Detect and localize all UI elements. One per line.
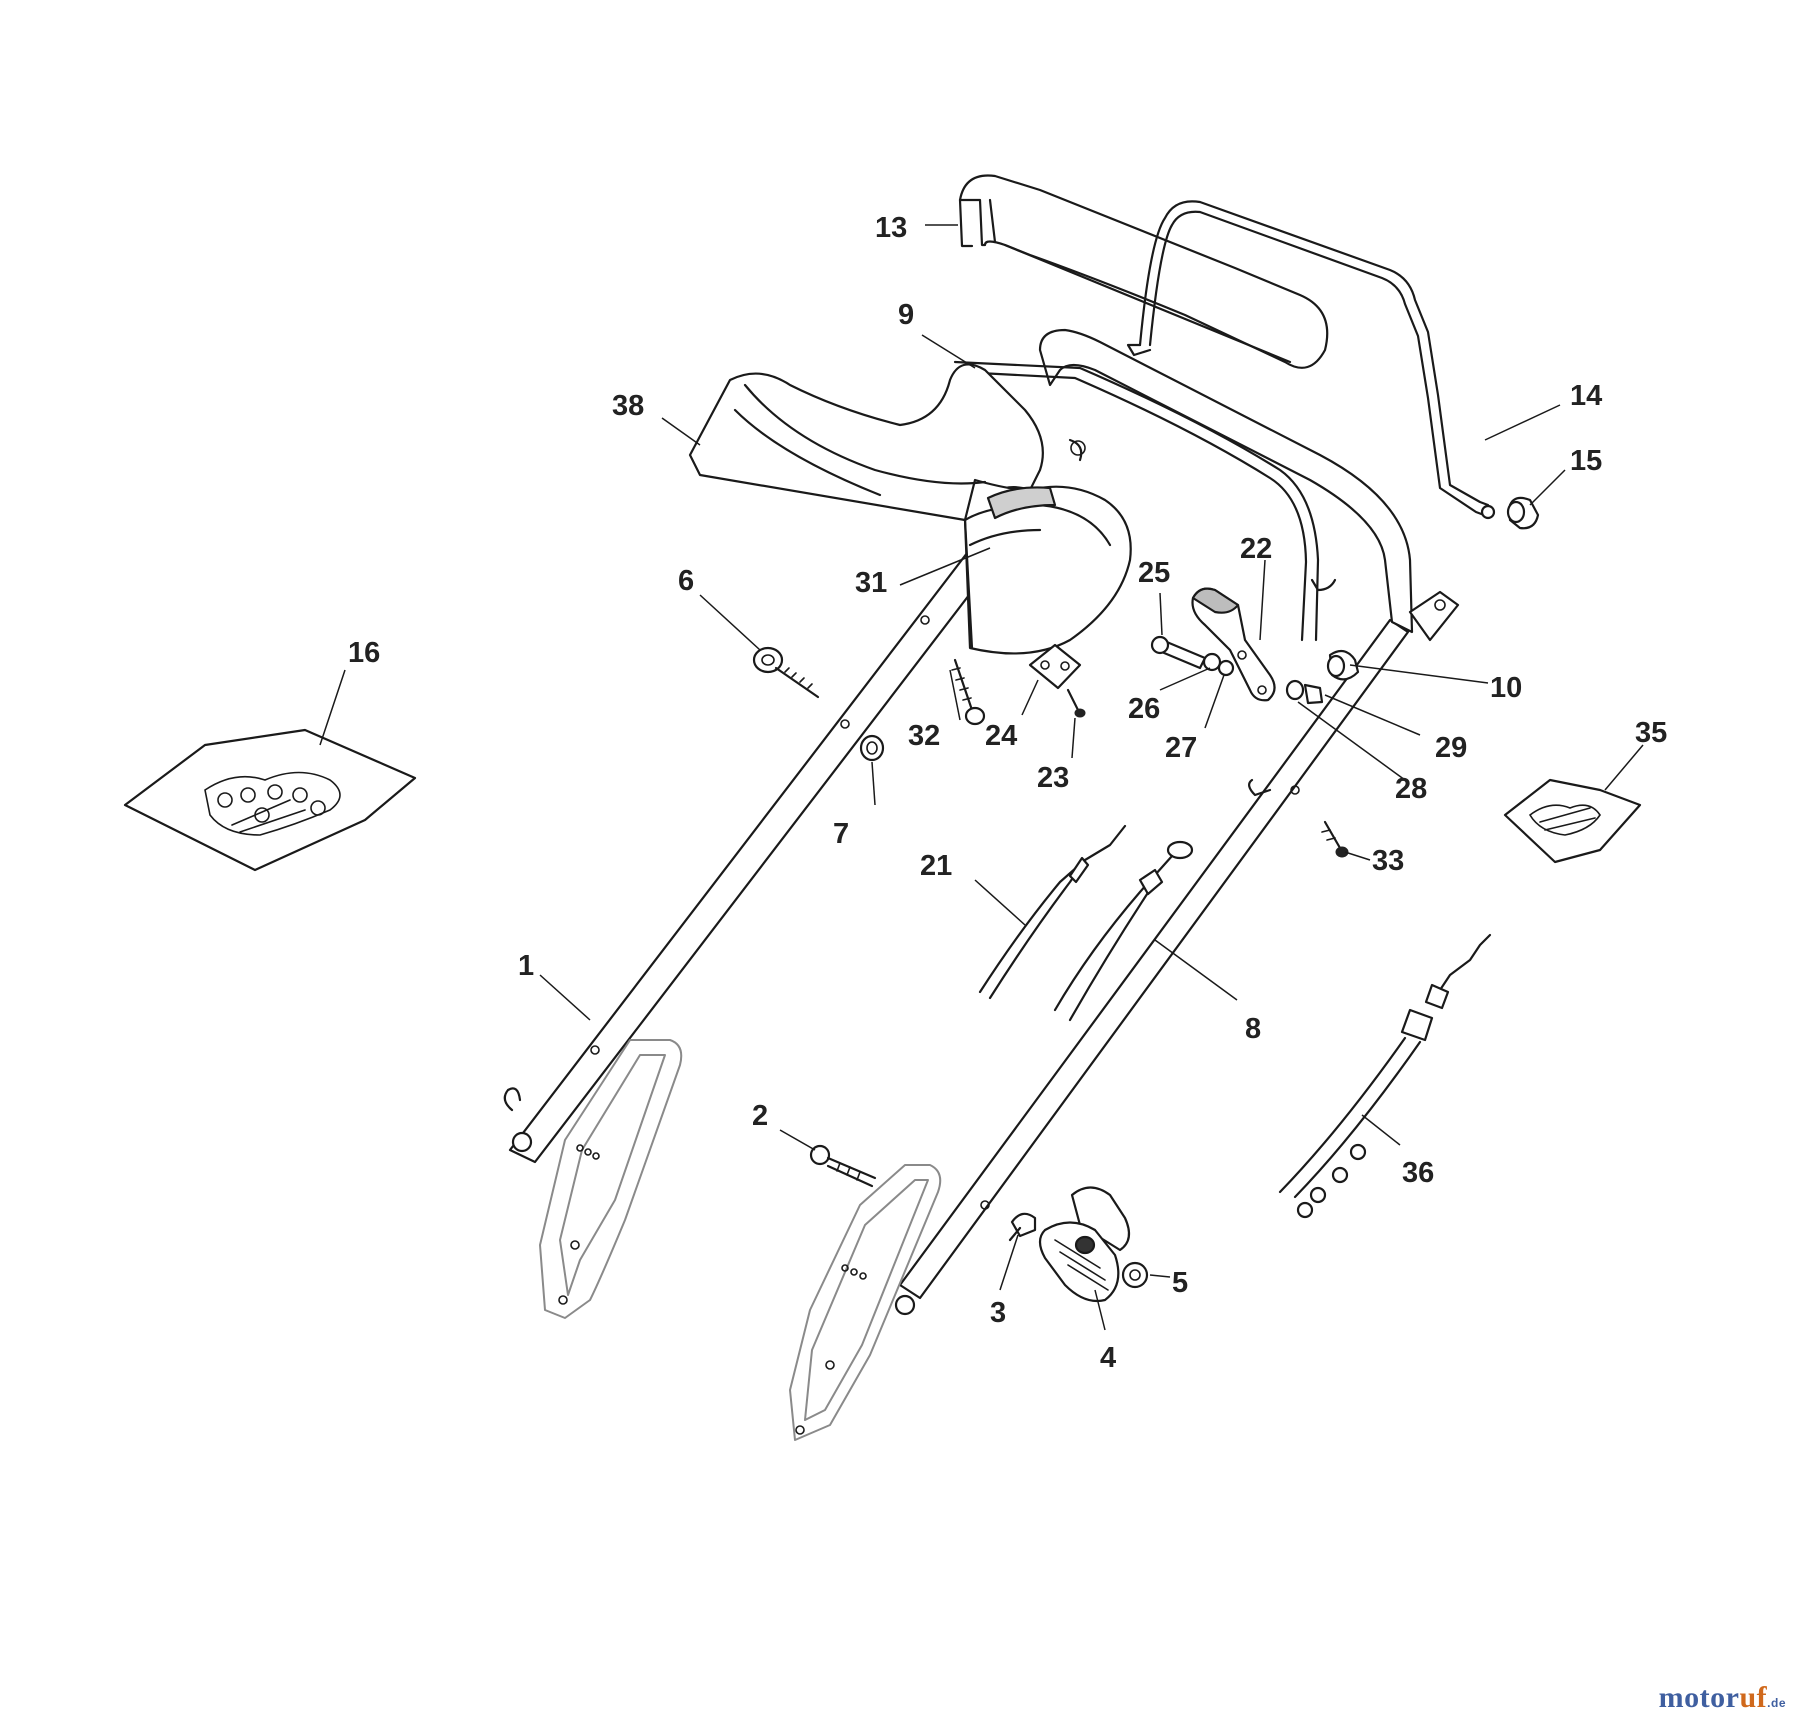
callout-10: 10: [1490, 672, 1522, 704]
clamp-knob-4: [1038, 1186, 1131, 1303]
brand-watermark: motoruf.de: [1659, 1681, 1786, 1715]
callout-21: 21: [920, 850, 952, 882]
watermark-main: motor: [1658, 1681, 1740, 1714]
bolt-25: [1150, 635, 1235, 677]
nut-7: [859, 734, 885, 762]
callout-28: 28: [1395, 773, 1427, 805]
callout-labels: 13 9 14 15 38 31 6 16 32 24 23 25 22 26 …: [348, 212, 1667, 1374]
handle-frame: [503, 328, 1460, 1316]
callout-9: 9: [898, 299, 914, 331]
screw-32: [951, 658, 986, 726]
callout-22: 22: [1240, 533, 1272, 565]
screw-33: [1321, 820, 1349, 858]
leader-lines: [319, 224, 1644, 1331]
screw-23: [1066, 688, 1086, 718]
callout-5: 5: [1172, 1267, 1188, 1299]
bolt-2: [809, 1144, 877, 1188]
watermark-suffix: .de: [1767, 1696, 1786, 1710]
side-bracket-left: [539, 1039, 683, 1319]
callout-38: 38: [612, 390, 644, 422]
hardware-bag-35: [1503, 778, 1642, 864]
callout-6: 6: [678, 565, 694, 597]
cable-8: [1053, 840, 1194, 1022]
callout-4: 4: [1100, 1342, 1116, 1374]
bracket-24: [1028, 643, 1082, 690]
callout-16: 16: [348, 637, 380, 669]
callout-32: 32: [908, 720, 940, 752]
callout-35: 35: [1635, 717, 1667, 749]
callout-25: 25: [1138, 557, 1170, 589]
cable-21: [978, 824, 1127, 1000]
callout-2: 2: [752, 1100, 768, 1132]
callout-8: 8: [1245, 1013, 1261, 1045]
watermark-accent: uf: [1739, 1681, 1768, 1714]
nut-5: [1121, 1261, 1149, 1289]
callout-1: 1: [518, 950, 534, 982]
nut-10: [1326, 649, 1360, 681]
control-console: [688, 363, 1132, 655]
bail-wire: [1126, 200, 1496, 520]
callout-7: 7: [833, 818, 849, 850]
callout-14: 14: [1570, 380, 1602, 412]
side-bracket-right: [789, 1164, 942, 1441]
callout-13: 13: [875, 212, 907, 244]
hardware-bag-16: [123, 728, 417, 872]
clip-part: [1506, 496, 1540, 530]
upper-handle-bar: [958, 174, 1329, 369]
cable-guide-wire: [953, 360, 1320, 642]
cable-36: [1278, 933, 1492, 1219]
callout-27: 27: [1165, 732, 1197, 764]
callout-36: 36: [1402, 1157, 1434, 1189]
callout-29: 29: [1435, 732, 1467, 764]
callout-15: 15: [1570, 445, 1602, 477]
throttle-lever: [1191, 587, 1276, 702]
callout-24: 24: [985, 720, 1017, 752]
callout-26: 26: [1128, 693, 1160, 725]
callout-31: 31: [855, 567, 887, 599]
callout-3: 3: [990, 1297, 1006, 1329]
callout-23: 23: [1037, 762, 1069, 794]
nut-28-29: [1285, 679, 1324, 705]
eye-bolt-6: [752, 646, 820, 699]
callout-33: 33: [1372, 845, 1404, 877]
pin-3: [1008, 1212, 1037, 1242]
